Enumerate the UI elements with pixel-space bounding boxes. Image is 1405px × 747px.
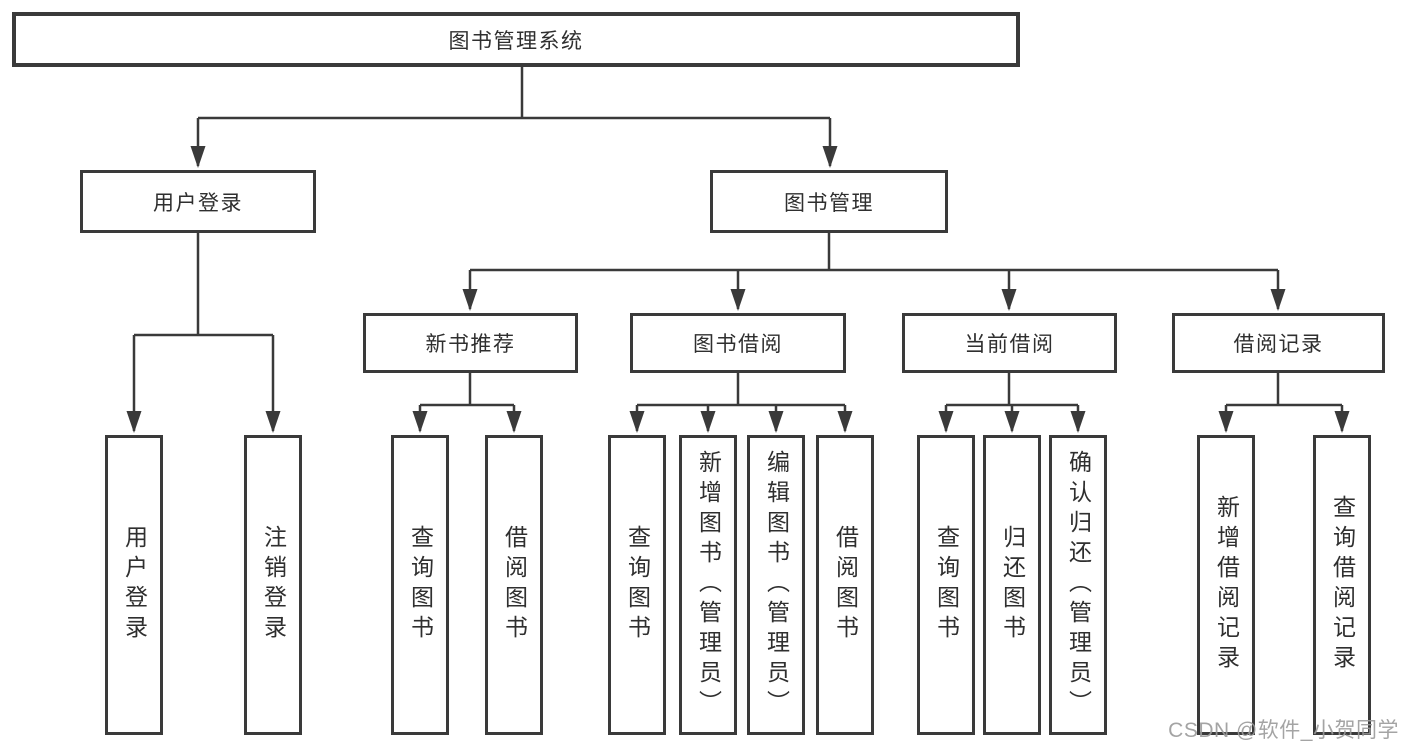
leaf-confirm-return-admin: 确认归还（管理员） bbox=[1049, 435, 1107, 735]
csdn-watermark: CSDN @软件_小贺同学 bbox=[1168, 719, 1399, 742]
leaf-label: 查询图书 bbox=[624, 525, 651, 645]
leaf-label: 确认归还（管理员） bbox=[1065, 450, 1092, 720]
node-borrow-records: 借阅记录 bbox=[1172, 313, 1385, 373]
node-label: 新书推荐 bbox=[425, 333, 516, 356]
node-library-management-system: 图书管理系统 bbox=[12, 12, 1020, 67]
leaf-label: 查询借阅记录 bbox=[1329, 495, 1356, 675]
node-label: 图书管理 bbox=[784, 191, 874, 215]
node-book-borrow: 图书借阅 bbox=[630, 313, 846, 373]
node-book-management: 图书管理 bbox=[710, 170, 948, 233]
leaf-borrow-books-recommend: 借阅图书 bbox=[485, 435, 543, 735]
leaf-label: 用户登录 bbox=[121, 525, 148, 645]
leaf-label: 查询图书 bbox=[933, 525, 960, 645]
leaf-label: 新增借阅记录 bbox=[1213, 495, 1240, 675]
node-label: 用户登录 bbox=[153, 191, 243, 215]
leaf-label: 注销登录 bbox=[260, 525, 287, 645]
node-label: 图书借阅 bbox=[693, 333, 783, 356]
leaf-query-books-borrow: 查询图书 bbox=[608, 435, 666, 735]
leaf-add-books-admin: 新增图书（管理员） bbox=[679, 435, 737, 735]
node-current-borrow: 当前借阅 bbox=[902, 313, 1117, 373]
leaf-label: 归还图书 bbox=[999, 525, 1026, 645]
leaf-borrow-books: 借阅图书 bbox=[816, 435, 874, 735]
leaf-label: 借阅图书 bbox=[832, 525, 859, 645]
leaf-label: 新增图书（管理员） bbox=[695, 450, 722, 720]
leaf-logout: 注销登录 bbox=[244, 435, 302, 735]
node-label: 借阅记录 bbox=[1233, 333, 1324, 356]
leaf-label: 借阅图书 bbox=[501, 525, 528, 645]
node-label: 图书管理系统 bbox=[448, 29, 584, 53]
node-label: 当前借阅 bbox=[964, 333, 1055, 356]
leaf-edit-books-admin: 编辑图书（管理员） bbox=[747, 435, 805, 735]
leaf-query-borrow-record: 查询借阅记录 bbox=[1313, 435, 1371, 735]
leaf-user-login: 用户登录 bbox=[105, 435, 163, 735]
node-user-login: 用户登录 bbox=[80, 170, 316, 233]
leaf-add-borrow-record: 新增借阅记录 bbox=[1197, 435, 1255, 735]
leaf-query-books-recommend: 查询图书 bbox=[391, 435, 449, 735]
leaf-return-books: 归还图书 bbox=[983, 435, 1041, 735]
node-new-book-recommend: 新书推荐 bbox=[363, 313, 578, 373]
leaf-label: 编辑图书（管理员） bbox=[763, 450, 790, 720]
leaf-query-books-current: 查询图书 bbox=[917, 435, 975, 735]
leaf-label: 查询图书 bbox=[407, 525, 434, 645]
